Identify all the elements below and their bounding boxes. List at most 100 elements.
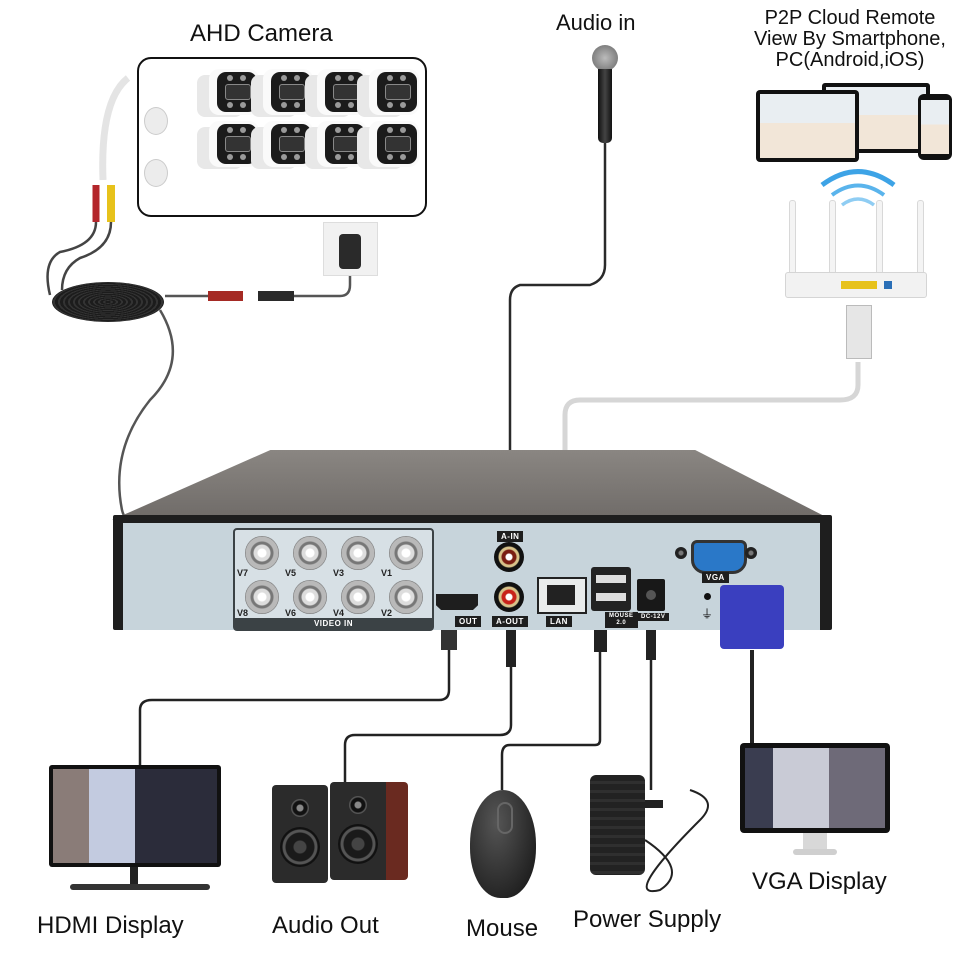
audio-out-tag: A-OUT <box>492 616 528 627</box>
video-in-label: VIDEO IN <box>235 618 432 629</box>
p2p-line-3: PC(Android,iOS) <box>775 49 925 71</box>
vga-monitor-base <box>793 849 837 855</box>
bnc-port-v3[interactable] <box>341 536 375 570</box>
ahd-camera-label: AHD Camera <box>190 20 333 47</box>
audio-in-cable <box>508 140 607 530</box>
vga-screw-left <box>675 547 687 559</box>
adapter-cord <box>644 789 709 893</box>
wifi-arc-inner <box>840 197 876 207</box>
camera-4 <box>369 69 419 115</box>
audio-out-plug <box>506 612 516 667</box>
wifi-router <box>785 272 927 298</box>
bnc-label: V4 <box>333 608 345 618</box>
hdmi-cable <box>138 650 451 765</box>
vga-monitor-stand <box>803 833 827 849</box>
bnc-label: V6 <box>285 608 297 618</box>
camera-mount <box>144 107 168 135</box>
bnc-port-v4[interactable] <box>341 580 375 614</box>
usb-slot-1[interactable] <box>596 575 626 583</box>
camera-6 <box>263 121 313 167</box>
coil-lead-2 <box>60 221 113 291</box>
bnc-port-v8[interactable] <box>245 580 279 614</box>
dc-female-connector <box>208 291 243 301</box>
lan-cable <box>562 362 861 460</box>
p2p-line-1: P2P Cloud Remote <box>764 7 936 29</box>
dc-power-port[interactable] <box>637 579 665 611</box>
mouse-wheel <box>497 802 513 834</box>
vga-monitor-icon <box>740 743 890 833</box>
adapter-cable <box>294 268 352 298</box>
wifi-arc-outer <box>820 169 896 188</box>
coil-lead-1 <box>46 221 98 296</box>
camera-power-adapter <box>339 234 361 269</box>
ground-terminal <box>704 593 711 600</box>
camera-1 <box>209 69 259 115</box>
camera-cable <box>99 75 131 181</box>
hdmi-monitor-icon <box>49 765 221 867</box>
bnc-port-v6[interactable] <box>293 580 327 614</box>
bnc-port-v1[interactable] <box>389 536 423 570</box>
hdmi-port[interactable] <box>436 594 478 610</box>
adapter-plug-pins <box>645 800 663 808</box>
video-in-panel: V7 V5 V3 V1 V8 V6 V4 V2 VIDEO IN <box>233 528 434 631</box>
hdmi-monitor-stand <box>130 867 138 885</box>
speaker-right-icon <box>330 782 408 880</box>
wifi-arc-middle <box>830 183 886 197</box>
audio-out-cable <box>343 667 513 785</box>
audio-in-label: Audio in <box>556 10 636 35</box>
hdmi-monitor-base <box>70 884 210 890</box>
hdmi-tag: OUT <box>455 616 482 627</box>
p2p-remote-label: P2P Cloud Remote View By Smartphone, PC(… <box>745 8 955 71</box>
vga-display-label: VGA Display <box>752 868 887 895</box>
vga-tag: VGA <box>702 572 729 583</box>
router-lan-plug <box>846 305 872 359</box>
vga-port[interactable] <box>691 540 747 574</box>
audio-in-port[interactable] <box>494 542 524 572</box>
camera-5 <box>209 121 259 167</box>
bnc-label: V1 <box>381 568 393 578</box>
mouse-icon <box>470 790 536 898</box>
bnc-port-v7[interactable] <box>245 536 279 570</box>
usb-tag-line2: 2.0 <box>616 620 627 626</box>
mouse-label: Mouse <box>466 915 539 942</box>
bnc-label: V2 <box>381 608 393 618</box>
dc-plug <box>646 612 656 660</box>
hdmi-display-label: HDMI Display <box>37 912 184 939</box>
vga-screw-right <box>745 547 757 559</box>
bnc-port-v2[interactable] <box>389 580 423 614</box>
power-adapter-icon <box>590 775 645 875</box>
lan-tag: LAN <box>546 616 572 627</box>
router-lan-ports <box>841 281 877 289</box>
microphone-icon <box>592 45 618 145</box>
bnc-label: V7 <box>237 568 249 578</box>
usb-tag: MOUSE 2.0 <box>605 612 638 628</box>
bnc-label: V8 <box>237 608 249 618</box>
usb-tag-line1: MOUSE <box>609 613 634 619</box>
usb-slot-2[interactable] <box>596 593 626 601</box>
camera-group <box>137 57 427 217</box>
camera-mount <box>144 159 168 187</box>
p2p-line-2: View By Smartphone, <box>754 28 946 50</box>
bnc-label: V3 <box>333 568 345 578</box>
router-wan-port <box>884 281 892 289</box>
camera-3 <box>317 69 367 115</box>
dc-tag: DC-12V <box>637 613 670 621</box>
ground-symbol-icon: ⏚ <box>701 607 714 621</box>
power-supply-label: Power Supply <box>573 906 722 933</box>
camera-7 <box>317 121 367 167</box>
usb-ports[interactable] <box>591 567 631 611</box>
bnc-label: V5 <box>285 568 297 578</box>
audio-in-tag: A-IN <box>497 531 524 542</box>
dc-male-connector <box>258 291 294 301</box>
audio-out-port[interactable] <box>494 582 524 612</box>
mouse-cable <box>500 652 602 790</box>
camera-2 <box>263 69 313 115</box>
tablet-icon <box>756 90 859 162</box>
audio-out-label: Audio Out <box>272 912 379 939</box>
lan-port[interactable] <box>537 577 587 614</box>
vga-plug <box>720 585 784 649</box>
smartphone-icon <box>918 94 952 160</box>
bnc-port-v5[interactable] <box>293 536 327 570</box>
speaker-left-icon <box>272 785 328 883</box>
camera-8 <box>369 121 419 167</box>
